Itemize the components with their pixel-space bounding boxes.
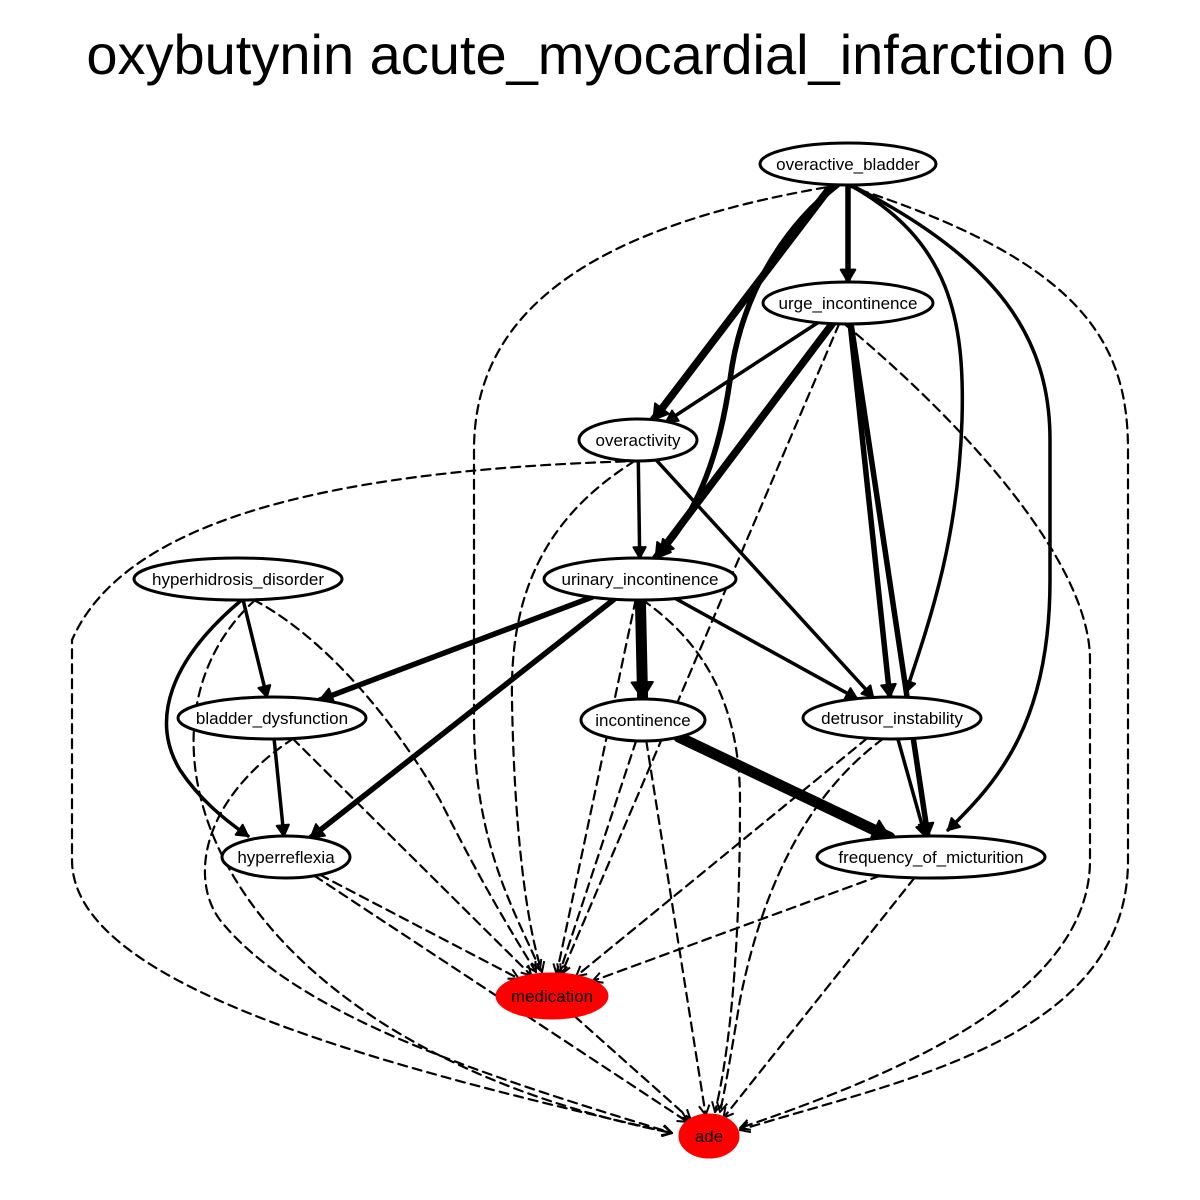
edge-urge-incontinence-to-overactivity	[664, 320, 820, 424]
arrowhead	[915, 822, 930, 837]
node-label: frequency_of_micturition	[838, 848, 1023, 867]
node-shape	[761, 280, 935, 326]
node-urge-incontinence[interactable]: urge_incontinence	[761, 280, 935, 326]
arrowhead	[257, 684, 272, 698]
edge-hyperhidrosis-disorder-to-hyperreflexia	[164, 598, 250, 838]
edge-incontinence-to-medication	[556, 739, 638, 976]
edges-layer	[70, 180, 1130, 1138]
edge-overactivity-to-urinary-incontinence	[632, 459, 647, 560]
edge-urinary-incontinence-to-incontinence	[630, 594, 654, 705]
edge-incontinence-to-frequency-of-micturition	[673, 731, 896, 843]
node-shape	[758, 141, 938, 187]
node-urinary-incontinence[interactable]: urinary_incontinence	[542, 556, 738, 602]
arrowhead	[711, 1101, 724, 1113]
node-ade[interactable]: ade	[678, 1113, 740, 1159]
edge-urinary-incontinence-to-ade	[641, 598, 742, 1114]
node-shape	[220, 834, 352, 880]
node-label: ade	[695, 1127, 723, 1146]
edge-urge-incontinence-to-urinary-incontinence	[651, 319, 837, 563]
node-label: overactive_bladder	[776, 155, 920, 174]
edge-incontinence-to-ade	[645, 739, 711, 1117]
node-label: overactivity	[595, 431, 681, 450]
edge-overactive-bladder-to-ade	[738, 183, 1130, 1134]
node-label: bladder_dysfunction	[196, 709, 348, 728]
graph-title: oxybutynin acute_myocardial_infarction 0	[86, 23, 1114, 86]
node-shape	[132, 556, 344, 602]
node-shape	[495, 972, 609, 1020]
arrowhead	[880, 682, 897, 698]
edge-hyperhidrosis-disorder-to-medication	[252, 598, 538, 974]
edge-frequency-of-micturition-to-ade	[722, 876, 916, 1119]
node-shape	[542, 556, 738, 602]
node-bladder-dysfunction[interactable]: bladder_dysfunction	[176, 695, 368, 741]
edge-overactive-bladder-to-overactivity	[649, 180, 837, 424]
arrowhead	[632, 546, 647, 559]
arrowhead	[843, 687, 858, 700]
edge-overactive-bladder-to-frequency-of-micturition	[848, 183, 1052, 832]
edge-urge-incontinence-to-frequency-of-micturition	[848, 321, 935, 839]
arrowhead	[275, 823, 290, 837]
node-label: incontinence	[595, 711, 690, 730]
arrowhead	[860, 684, 875, 699]
arrowhead	[665, 409, 680, 423]
node-overactive-bladder[interactable]: overactive_bladder	[758, 141, 938, 187]
node-detrusor-instability[interactable]: detrusor_instability	[801, 695, 983, 741]
arrowhead	[234, 823, 249, 837]
arrowhead	[739, 1119, 752, 1131]
edge-detrusor-instability-to-ade	[715, 737, 884, 1114]
nodes-layer: overactive_bladder urge_incontinenceovera…	[132, 141, 1047, 1159]
edge-urge-incontinence-to-detrusor-instability	[847, 321, 897, 700]
node-shape	[579, 697, 707, 743]
node-hyperhidrosis-disorder[interactable]: hyperhidrosis_disorder	[132, 556, 344, 602]
node-hyperreflexia[interactable]: hyperreflexia	[220, 834, 352, 880]
node-shape	[801, 695, 983, 741]
edge-overactivity-to-detrusor-instability	[654, 458, 875, 700]
edge-urge-incontinence-to-ade	[738, 322, 1092, 1131]
arrowhead	[660, 1124, 673, 1137]
arrowhead	[309, 823, 326, 839]
arrowhead	[739, 1121, 752, 1134]
node-incontinence[interactable]: incontinence	[579, 697, 707, 743]
edge-detrusor-instability-to-frequency-of-micturition	[896, 737, 930, 838]
node-shape	[815, 834, 1047, 880]
edge-hyperhidrosis-disorder-to-bladder-dysfunction	[241, 598, 272, 699]
arrowhead	[652, 402, 670, 421]
node-shape	[176, 695, 368, 741]
arrowhead	[654, 541, 672, 560]
arrowhead	[839, 268, 857, 283]
edge-bladder-dysfunction-to-hyperreflexia	[272, 737, 290, 838]
node-label: detrusor_instability	[821, 709, 963, 728]
edge-frequency-of-micturition-to-medication	[591, 874, 881, 984]
edge-urinary-incontinence-to-hyperreflexia	[307, 596, 617, 841]
node-shape	[678, 1113, 740, 1159]
edge-medication-to-ade	[573, 1015, 692, 1121]
node-label: medication	[511, 987, 593, 1006]
node-frequency-of-micturition[interactable]: frequency_of_micturition	[815, 834, 1047, 880]
arrowhead	[947, 817, 962, 831]
node-overactivity[interactable]: overactivity	[577, 417, 699, 463]
node-medication[interactable]: medication	[495, 972, 609, 1020]
arrowhead	[715, 1101, 729, 1113]
node-shape	[577, 417, 699, 463]
edge-overactive-bladder-to-urge-incontinence	[839, 182, 857, 285]
edge-bladder-dysfunction-to-ade	[203, 737, 674, 1137]
node-label: urinary_incontinence	[562, 570, 719, 589]
edge-urge-incontinence-to-medication	[559, 322, 841, 976]
arrowhead	[630, 680, 654, 700]
edge-urinary-incontinence-to-medication	[552, 598, 637, 976]
node-label: hyperhidrosis_disorder	[152, 570, 324, 589]
node-label: hyperreflexia	[237, 848, 335, 867]
node-label: urge_incontinence	[779, 294, 918, 313]
